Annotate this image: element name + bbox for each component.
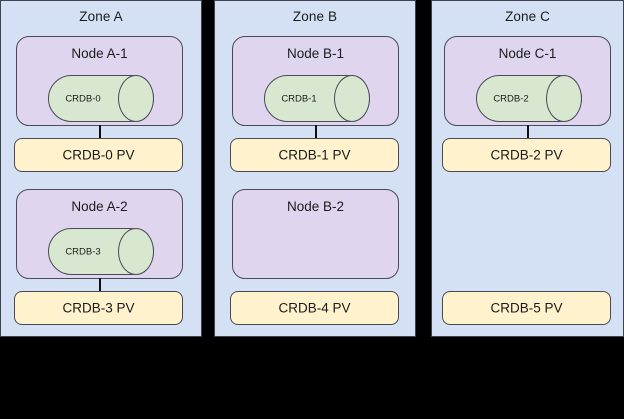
pv-box-crdb-0[interactable]: CRDB-0 PV [14,138,183,172]
connector-crdb-2-to-pv [527,125,529,139]
pv-box-crdb-5[interactable]: CRDB-5 PV [442,291,611,325]
pod-cylinder-crdb-0[interactable]: CRDB-0 [48,75,154,122]
node-a-2-title: Node A-2 [71,199,128,214]
cylinder-cap-icon [118,75,154,122]
zone-b-title: Zone B [292,9,338,24]
pv-label-crdb-4: CRDB-4 PV [278,300,351,316]
node-box-b-1[interactable]: Node B-1 CRDB-1 [232,36,399,126]
node-b-1-title: Node B-1 [286,46,345,61]
node-box-c-1[interactable]: Node C-1 CRDB-2 [444,36,611,126]
pv-label-crdb-5: CRDB-5 PV [490,300,563,316]
cylinder-cap-icon [118,228,154,275]
node-box-b-2[interactable]: Node B-2 [232,189,399,279]
pv-box-crdb-2[interactable]: CRDB-2 PV [442,138,611,172]
zone-panel-c[interactable]: Zone C Node C-1 CRDB-2 CRDB-2 PV CRDB-5 … [431,0,624,337]
node-box-a-2[interactable]: Node A-2 CRDB-3 [16,189,183,279]
connector-crdb-1-to-pv [315,125,317,139]
cylinder-cap-icon [334,75,370,122]
pv-label-crdb-1: CRDB-1 PV [278,147,351,163]
pod-cylinder-crdb-2[interactable]: CRDB-2 [476,75,582,122]
node-b-2-title: Node B-2 [286,199,345,214]
pv-label-crdb-2: CRDB-2 PV [490,147,563,163]
pv-label-crdb-3: CRDB-3 PV [62,300,135,316]
pv-box-crdb-4[interactable]: CRDB-4 PV [230,291,399,325]
pv-box-crdb-3[interactable]: CRDB-3 PV [14,291,183,325]
zone-panel-b[interactable]: Zone B Node B-1 CRDB-1 CRDB-1 PV Node B-… [214,0,416,337]
pod-cylinder-crdb-3[interactable]: CRDB-3 [48,228,154,275]
node-box-a-1[interactable]: Node A-1 CRDB-0 [16,36,183,126]
pod-label-crdb-3: CRDB-3 [65,246,101,257]
pod-label-crdb-1: CRDB-1 [281,93,317,104]
zone-a-title: Zone A [79,9,123,24]
zone-c-title: Zone C [505,9,550,24]
node-a-1-title: Node A-1 [71,46,128,61]
node-c-1-title: Node C-1 [498,46,557,61]
connector-crdb-3-to-pv [99,278,101,292]
pv-box-crdb-1[interactable]: CRDB-1 PV [230,138,399,172]
zone-panel-a[interactable]: Zone A Node A-1 CRDB-0 CRDB-0 PV Node A-… [0,0,202,337]
pv-label-crdb-0: CRDB-0 PV [62,147,135,163]
pod-cylinder-crdb-1[interactable]: CRDB-1 [264,75,370,122]
connector-crdb-0-to-pv [99,125,101,139]
pod-label-crdb-2: CRDB-2 [493,93,529,104]
pod-label-crdb-0: CRDB-0 [65,93,101,104]
cylinder-cap-icon [546,75,582,122]
